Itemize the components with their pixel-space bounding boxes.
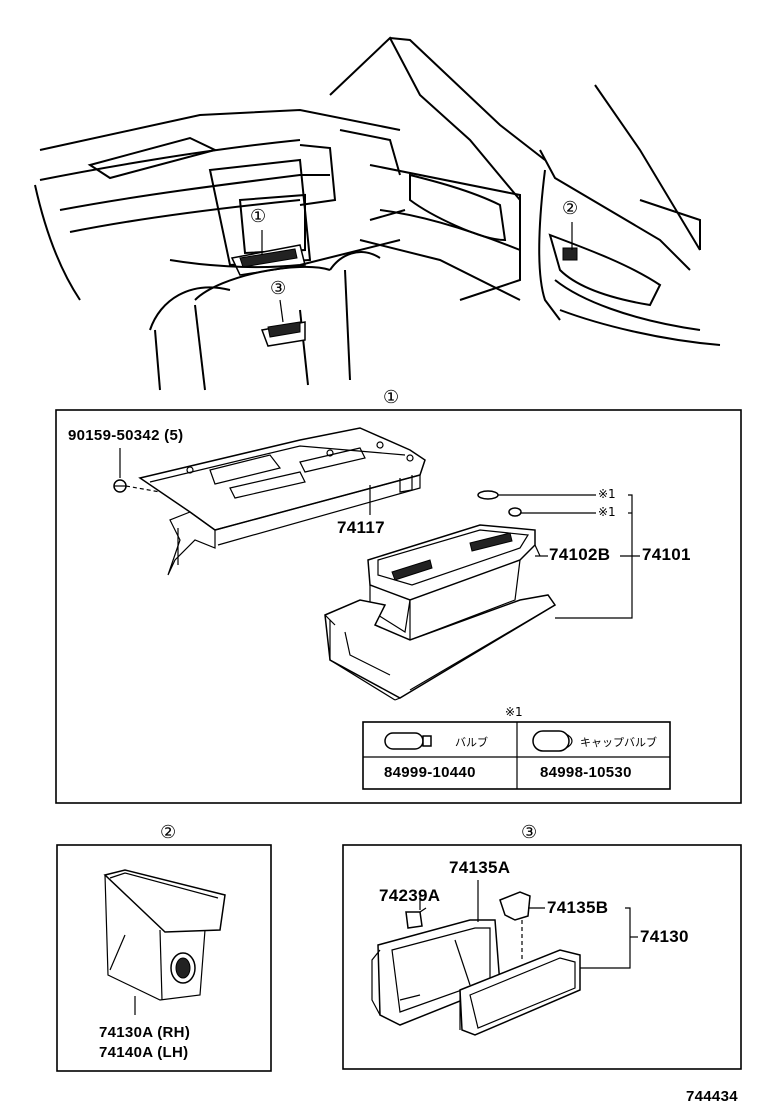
table-col1-part: 84999-10440 (384, 764, 476, 781)
label-74135a: 74135A (449, 858, 511, 877)
section-3-header: ③ (521, 822, 538, 842)
label-74140a-lh: 74140A (LH) (99, 1044, 189, 1061)
box-74102b (367, 524, 541, 641)
section-3-frame (342, 844, 742, 1070)
housing-74101 (324, 594, 557, 701)
section-1-frame (55, 409, 742, 804)
clip-74239a (405, 896, 427, 929)
ashtray-74130a (103, 869, 226, 1015)
table-col1-name: バルブ (455, 736, 488, 749)
label-74102b: 74102B (549, 545, 611, 564)
tray-74130 (459, 907, 638, 1036)
label-74135b: 74135B (547, 898, 609, 917)
label-74101: 74101 (642, 545, 691, 564)
car-interior-overview (34, 36, 721, 391)
bulb-icons (477, 490, 640, 619)
spring-74135b (499, 891, 545, 960)
callout-1: ① (250, 206, 267, 226)
label-74239a: 74239A (379, 886, 441, 905)
bracket-74117 (138, 427, 426, 576)
callout-3: ③ (270, 278, 287, 298)
frame-74135a (371, 880, 501, 1026)
table-col2-part: 84998-10530 (540, 764, 632, 781)
section-2-frame (56, 844, 272, 1072)
bulb-mark-b: ※1 (598, 505, 616, 519)
label-90159-50342: 90159-50342 (5) (68, 427, 184, 444)
bulb-table (362, 721, 671, 790)
bulb-mark-a: ※1 (598, 487, 616, 501)
label-74117: 74117 (337, 518, 385, 537)
callout-2: ② (562, 198, 579, 218)
table-col2-name: キャップバルブ (580, 736, 657, 749)
figure-number: 744434 (686, 1088, 738, 1105)
label-74130: 74130 (640, 927, 689, 946)
section-1-header: ① (383, 387, 400, 407)
section-2-header: ② (160, 822, 177, 842)
screw-icon (113, 448, 161, 493)
label-74130a-rh: 74130A (RH) (99, 1024, 191, 1041)
table-mark: ※1 (505, 705, 523, 719)
